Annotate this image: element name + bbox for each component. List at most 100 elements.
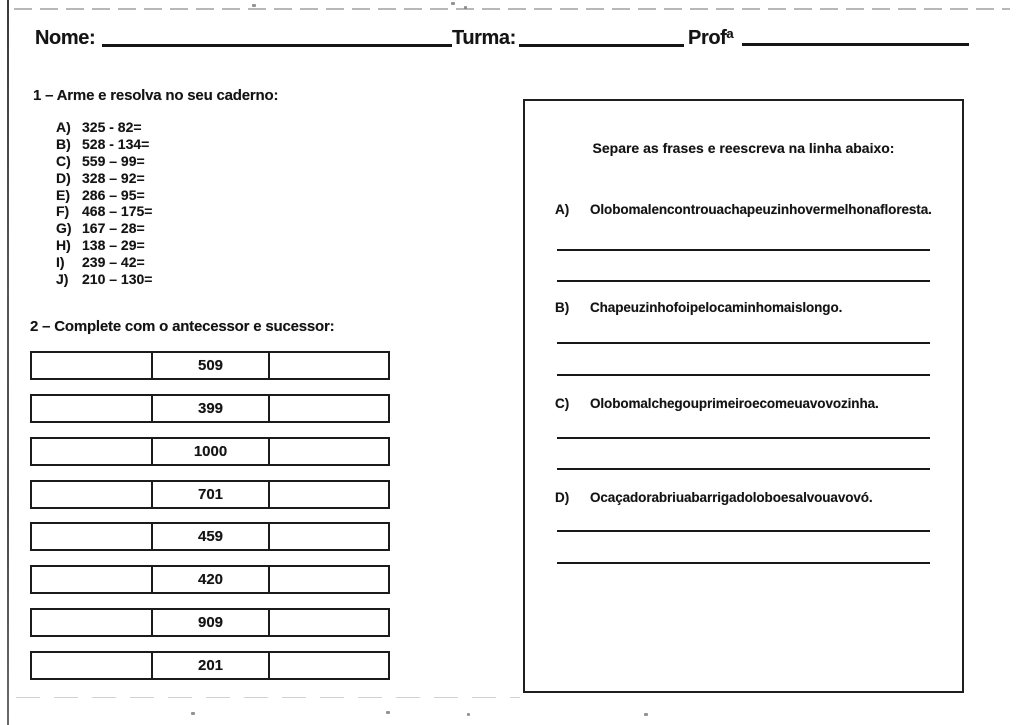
phrase-text: Olobomalencontrouachapeuzinhovermelhonaf… [590,202,932,217]
exercise1-item: B) 528 - 134= [56,136,316,153]
antecessor-sucessor-row: 1000 [30,437,390,466]
number-cell: 201 [153,653,270,678]
sucessor-cell [270,653,388,678]
item-expression: 286 – 95= [82,186,145,203]
answer-line [557,342,930,344]
exercise1-title: 1 – Arme e resolva no seu caderno: [33,87,279,104]
antecessor-sucessor-row: 201 [30,651,390,680]
teacher-label: Profa [688,26,734,50]
item-letter: J) [56,271,69,288]
scan-speck [464,6,467,9]
number-cell: 1000 [153,439,270,464]
scan-speck [451,2,455,5]
antecessor-cell [32,653,153,678]
item-expression: 328 – 92= [82,169,145,186]
item-expression: 528 - 134= [82,135,150,152]
teacher-label-text: Prof [688,27,727,49]
item-letter: H) [56,237,71,254]
answer-line [557,280,930,282]
scan-speck [191,712,195,715]
antecessor-cell [32,524,153,549]
sucessor-cell [270,524,388,549]
item-letter: C) [56,152,71,169]
scan-speck [386,711,390,714]
item-letter: I) [56,254,65,271]
item-expression: 559 – 99= [82,152,145,169]
phrase-letter: C) [555,396,570,411]
antecessor-cell [32,439,153,464]
sucessor-cell [270,353,388,378]
item-expression: 239 – 42= [82,254,145,271]
name-blank-line [102,44,452,47]
number-cell: 509 [153,353,270,378]
phrases-box-title: Separe as frases e reescreva na linha ab… [592,140,895,156]
scan-bottom-border [16,697,520,698]
antecessor-sucessor-row: 701 [30,480,390,509]
answer-line [557,437,930,439]
scan-speck [644,713,648,716]
phrase-text: Ocaçadorabriuabarrigadoloboesalvouavovó. [590,490,873,505]
sucessor-cell [270,439,388,464]
item-expression: 325 - 82= [82,119,142,135]
scan-left-edge [7,0,9,725]
answer-line [557,374,930,376]
item-letter: D) [56,169,71,186]
phrase-item: D) Ocaçadorabriuabarrigadoloboesalvouavo… [555,490,873,505]
class-blank-line [519,44,684,47]
sucessor-cell [270,482,388,507]
phrase-text: Chapeuzinhofoipelocaminhomaislongo. [590,300,843,315]
item-expression: 468 – 175= [82,203,153,220]
exercise1-item: H) 138 – 29= [56,237,316,254]
antecessor-sucessor-row: 420 [30,565,390,594]
exercise1-item: A) 325 - 82= [56,119,316,136]
item-letter: F) [56,203,70,220]
scan-speck [252,4,256,7]
exercise1-item: I) 239 – 42= [56,254,316,271]
item-letter: B) [56,135,71,152]
phrase-letter: A) [555,202,570,217]
scan-top-border [14,8,1010,10]
item-expression: 167 – 28= [82,220,145,237]
exercise1-item: J) 210 – 130= [56,271,316,288]
answer-line [557,530,930,532]
teacher-blank-line [742,43,969,46]
answer-line [557,468,930,470]
antecessor-sucessor-row: 909 [30,608,390,637]
exercise1-item: D) 328 – 92= [56,170,316,187]
item-expression: 138 – 29= [82,237,145,254]
phrase-letter: D) [555,490,570,505]
exercise1-item: C) 559 – 99= [56,153,316,170]
phrase-item: B) Chapeuzinhofoipelocaminhomaislongo. [555,300,842,315]
sucessor-cell [270,610,388,635]
number-cell: 459 [153,524,270,549]
number-cell: 909 [153,610,270,635]
teacher-label-superscript: a [726,26,734,41]
exercise1-item: F) 468 – 175= [56,203,316,220]
item-expression: 210 – 130= [82,271,153,288]
scan-speck [467,713,470,716]
number-cell: 399 [153,396,270,421]
answer-line [557,249,930,251]
antecessor-cell [32,482,153,507]
item-letter: A) [56,119,71,135]
name-label: Nome: [35,27,96,49]
exercise1-list: A) 325 - 82= B) 528 - 134= C) 559 – 99= D) 3… [56,119,316,288]
sucessor-cell [270,567,388,592]
phrase-letter: B) [555,300,570,315]
exercise1-item: G) 167 – 28= [56,220,316,237]
phrases-box: Separe as frases e reescreva na linha ab… [523,99,964,693]
sucessor-cell [270,396,388,421]
phrase-item: C) Olobomalchegouprimeiroecomeuavovozinh… [555,396,879,411]
exercise1-item: E) 286 – 95= [56,187,316,204]
antecessor-cell [32,610,153,635]
antecessor-cell [32,353,153,378]
item-letter: G) [56,220,72,237]
number-cell: 701 [153,482,270,507]
answer-line [557,562,930,564]
antecessor-sucessor-row: 399 [30,394,390,423]
item-letter: E) [56,186,70,203]
antecessor-cell [32,396,153,421]
number-cell: 420 [153,567,270,592]
antecessor-sucessor-row: 509 [30,351,390,380]
